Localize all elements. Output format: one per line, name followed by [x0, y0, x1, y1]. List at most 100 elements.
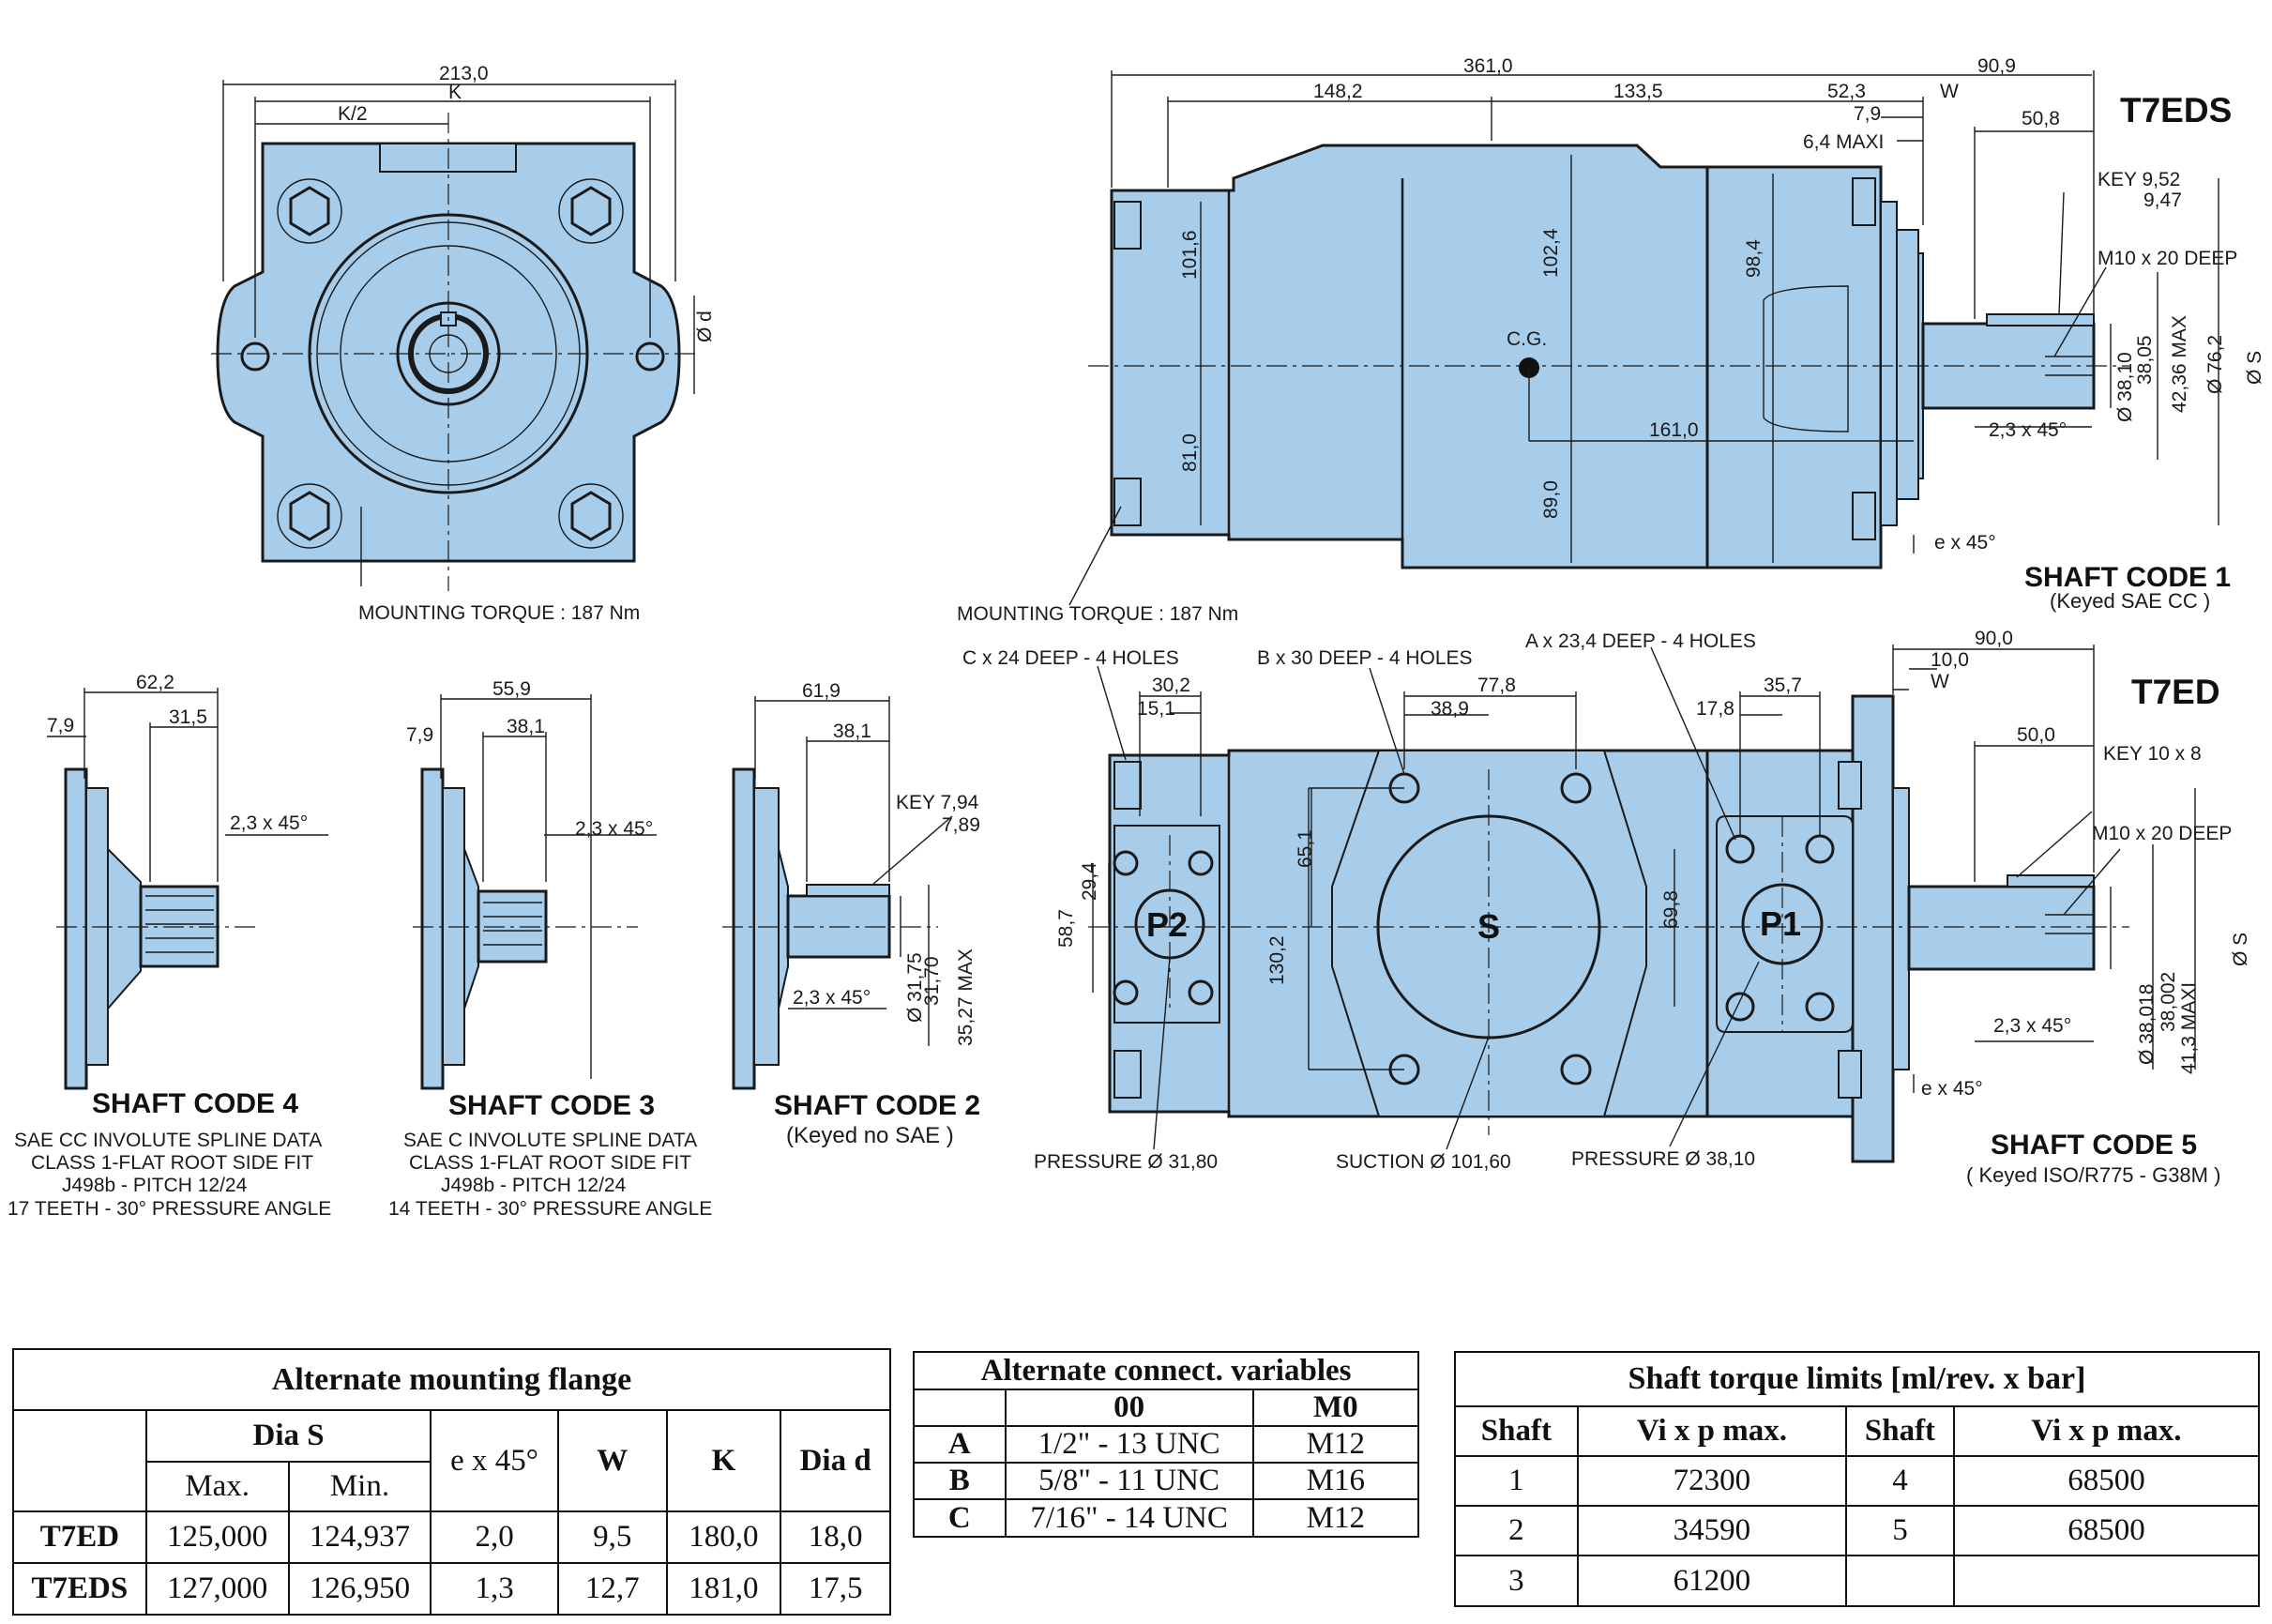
front-view: 213,0 K K/2 Ø d MOUNTING TORQUE : 187 Nm	[211, 63, 716, 624]
t7ed-dim-chamfer: 2,3 x 45°	[1993, 1015, 2071, 1037]
t7ed-dim-e45: e x 45°	[1921, 1078, 1983, 1100]
shaft3-dim-7-9: 7,9	[406, 724, 433, 746]
shaft-code-5-desc: ( Keyed ISO/R775 - G38M )	[1966, 1163, 2220, 1187]
shaft2-key-a: KEY 7,94	[896, 792, 979, 813]
t7eds-dim-98-4: 98,4	[1743, 239, 1765, 278]
t7eds-dim-148-2: 148,2	[1313, 81, 1363, 102]
shaft4-dim-7-9: 7,9	[47, 715, 74, 736]
t7ed-suction: SUCTION Ø 101,60	[1336, 1151, 1511, 1173]
connect-header-00: 00	[1004, 1389, 1254, 1427]
flange-cell: T7EDS	[12, 1562, 147, 1616]
flange-header-dia-s: Dia S	[144, 1409, 432, 1463]
torque-cell: 34590	[1576, 1505, 1848, 1556]
torque-table: Shaft torque limits [ml/rev. x bar] Shaf…	[1454, 1351, 2261, 1607]
torque-header-vixp-2: Vi x p max.	[1952, 1405, 2261, 1457]
shaft4-desc-line-2: CLASS 1-FLAT ROOT SIDE FIT	[31, 1152, 313, 1174]
t7eds-dim-e45: e x 45°	[1934, 532, 1996, 554]
torque-cell: 61200	[1576, 1555, 1848, 1607]
connect-cell: M12	[1251, 1498, 1420, 1538]
flange-row-t7ed: T7ED 125,000 124,937 2,0 9,5 180,0 18,0	[12, 1510, 891, 1564]
torque-cell: 68500	[1952, 1455, 2261, 1507]
torque-row: 3 61200	[1454, 1555, 2261, 1607]
t7eds-dim-w: W	[1940, 81, 1959, 102]
shaft3-desc-line-2: CLASS 1-FLAT ROOT SIDE FIT	[409, 1152, 691, 1174]
t7eds-shaft-dia-min: 38,05	[2134, 335, 2156, 385]
shaft2-dim-61-9: 61,9	[802, 680, 841, 702]
t7eds-dim-81: 81,0	[1179, 433, 1201, 472]
shaft3-dim-38-1: 38,1	[507, 716, 545, 737]
torque-cell: 4	[1845, 1455, 1955, 1507]
t7ed-hole-c: C x 24 DEEP - 4 HOLES	[962, 647, 1179, 669]
t7eds-dia-s: Ø S	[2244, 351, 2265, 385]
t7ed-dim-69-8: 69,8	[1660, 890, 1682, 929]
t7ed-dim-29-4: 29,4	[1079, 862, 1100, 901]
t7ed-dim-130-2: 130,2	[1266, 935, 1288, 985]
t7ed-hole-a: A x 23,4 DEEP - 4 HOLES	[1525, 630, 1756, 652]
shaft-code-3-view: 55,9 38,1 7,9 2,3 x 45° SHAFT CODE 3 SAE…	[388, 678, 712, 1220]
t7eds-dim-90-9: 90,9	[1977, 55, 2016, 77]
t7eds-dim-chamfer: 2,3 x 45°	[1989, 419, 2067, 441]
t7ed-key: KEY 10 x 8	[2103, 743, 2202, 765]
t7ed-shaft-dia-min: 38,002	[2158, 972, 2179, 1032]
torque-cell: 5	[1845, 1505, 1955, 1556]
flange-cell: 17,5	[780, 1562, 891, 1616]
t7ed-dim-77-8: 77,8	[1477, 675, 1516, 696]
shaft2-dim-chamfer: 2,3 x 45°	[793, 987, 871, 1009]
t7ed-m10: M10 x 20 DEEP	[2092, 823, 2232, 844]
t7eds-view: 361,0 90,9 148,2 133,5 52,3 W 7,9 6,4 MA…	[957, 55, 2265, 625]
torque-cell: 3	[1454, 1555, 1579, 1607]
flange-cell: 126,950	[287, 1562, 432, 1616]
t7eds-dim-101-6: 101,6	[1179, 230, 1201, 280]
t7eds-title: T7EDS	[2120, 91, 2232, 129]
t7eds-dim-133-5: 133,5	[1613, 81, 1663, 102]
torque-cell: 68500	[1952, 1505, 2261, 1556]
flange-table-corner	[12, 1409, 147, 1512]
shaft-code-1-desc: (Keyed SAE CC )	[2050, 589, 2210, 613]
flange-table: Alternate mounting flange Dia S e x 45° …	[12, 1348, 891, 1616]
flange-header-min: Min.	[287, 1461, 432, 1512]
torque-header-shaft-2: Shaft	[1845, 1405, 1955, 1457]
flange-cell: 127,000	[144, 1562, 290, 1616]
torque-cell	[1845, 1555, 1955, 1607]
t7eds-dim-102-4: 102,4	[1540, 228, 1562, 278]
flange-cell: 125,000	[144, 1510, 290, 1564]
shaft3-dim-chamfer: 2,3 x 45°	[575, 818, 653, 840]
t7ed-dim-38-9: 38,9	[1431, 698, 1469, 720]
t7eds-dim-6-4: 6,4 MAXI	[1803, 131, 1884, 153]
t7eds-dim-361: 361,0	[1463, 55, 1513, 77]
port-p1-label: P1	[1760, 904, 1801, 943]
shaft2-key-b: 7,89	[942, 814, 980, 836]
t7eds-key-b: 9,47	[2143, 190, 2182, 211]
t7ed-dim-58-7: 58,7	[1055, 909, 1077, 948]
flange-cell: 18,0	[780, 1510, 891, 1564]
flange-header-dia-d: Dia d	[780, 1409, 891, 1512]
t7ed-dim-35-7: 35,7	[1764, 675, 1802, 696]
t7ed-dim-30-2: 30,2	[1152, 675, 1190, 696]
connect-table-title: Alternate connect. variables	[913, 1351, 1419, 1390]
t7eds-mounting-torque: MOUNTING TORQUE : 187 Nm	[957, 603, 1238, 625]
flange-table-title: Alternate mounting flange	[12, 1348, 891, 1411]
torque-cell	[1952, 1555, 2261, 1607]
shaft3-dim-55-9: 55,9	[492, 678, 531, 700]
torque-row: 2 34590 5 68500	[1454, 1505, 2261, 1556]
connect-table: Alternate connect. variables 00 M0 A 1/2…	[913, 1351, 1420, 1538]
t7eds-dim-161: 161,0	[1649, 419, 1699, 441]
shaft-code-2-title: SHAFT CODE 2	[774, 1090, 980, 1121]
shaft4-desc-line-1: SAE CC INVOLUTE SPLINE DATA	[14, 1130, 322, 1151]
shaft4-dim-chamfer: 2,3 x 45°	[230, 812, 308, 834]
connect-cell: A	[913, 1425, 1007, 1464]
flange-cell: 124,937	[287, 1510, 432, 1564]
t7ed-pressure-p2: PRESSURE Ø 31,80	[1034, 1151, 1218, 1173]
shaft3-desc-line-3: J498b - PITCH 12/24	[441, 1175, 627, 1196]
torque-row: 1 72300 4 68500	[1454, 1455, 2261, 1507]
shaft4-desc-line-4: 17 TEETH - 30° PRESSURE ANGLE	[8, 1198, 331, 1220]
shaft2-dim-38-1: 38,1	[833, 721, 871, 742]
flange-cell: 9,5	[556, 1510, 668, 1564]
connect-cell: 7/16" - 14 UNC	[1004, 1498, 1254, 1538]
shaft-code-3-title: SHAFT CODE 3	[448, 1090, 655, 1121]
connect-cell: M16	[1251, 1462, 1420, 1500]
front-dim-dia-d: Ø d	[694, 311, 716, 342]
t7eds-key-a: KEY 9,52	[2098, 169, 2180, 190]
shaft2-desc: (Keyed no SAE )	[786, 1123, 954, 1148]
flange-cell: 1,3	[430, 1562, 559, 1616]
